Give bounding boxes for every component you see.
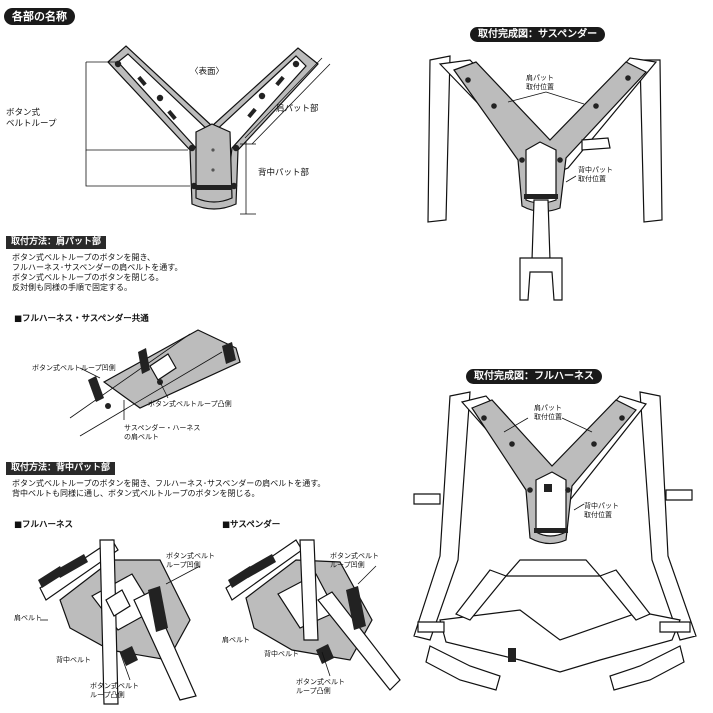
belt-label-1: サスペンダー・ハーネス xyxy=(124,424,201,432)
full-harness-back-illustration xyxy=(38,539,201,705)
suspender-back-illustration xyxy=(225,539,401,691)
harness-complete-illustration xyxy=(413,391,697,691)
shoulder-step-4: 反対側も同様の手順で固定する。 xyxy=(12,283,132,292)
susp-back-pos-1: 背中パット xyxy=(578,166,613,174)
back-step-1: ボタン式ベルトループのボタンを開き、フルハーネス･サスペンダーの肩ベルトを通す。 xyxy=(12,479,326,488)
front-label: 〈表面〉 xyxy=(190,67,225,77)
suspender-complete-illustration xyxy=(427,55,663,301)
full-harness-heading: ■フルハーネス xyxy=(14,520,74,530)
common-subheading: ■フルハーネス・サスペンダー共通 xyxy=(14,314,149,324)
harn-shoulder-pos-1: 肩パット xyxy=(534,404,562,412)
shoulder-step-2: フルハーネス･サスペンダーの肩ベルトを通す。 xyxy=(12,263,183,272)
install-shoulder-title: 取付方法：肩パット部 xyxy=(6,236,107,249)
sp-loop-convex-1: ボタン式ベルト xyxy=(296,678,345,686)
sp-loop-concave-2: ループ凹側 xyxy=(330,561,365,569)
sp-loop-convex-2: ループ凸側 xyxy=(296,687,331,695)
susp-shoulder-pos-1: 肩パット xyxy=(526,74,554,82)
fh-loop-convex-1: ボタン式ベルト xyxy=(90,682,139,690)
parts-pad-illustration xyxy=(85,45,331,215)
fh-loop-convex-2: ループ凸側 xyxy=(90,691,125,699)
susp-back-pos-2: 取付位置 xyxy=(578,175,606,183)
convex-label: ボタン式ベルトループ凸側 xyxy=(148,400,232,408)
section-title-parts: 各部の名称 xyxy=(4,8,75,25)
complete-suspender-title: 取付完成図：サスペンダー xyxy=(470,27,606,42)
fh-shoulder-belt: 肩ベルト xyxy=(14,614,42,622)
shoulder-step-1: ボタン式ベルトループのボタンを開き、 xyxy=(12,253,155,262)
back-pad-label: 背中パット部 xyxy=(258,168,310,178)
fh-loop-concave-2: ループ凹側 xyxy=(166,561,201,569)
button-loop-label-1: ボタン式 xyxy=(6,108,41,118)
concave-label: ボタン式ベルトループ凹側 xyxy=(32,364,116,372)
install-back-title: 取付方法：背中パット部 xyxy=(6,462,116,475)
harn-back-pos-1: 背中パット xyxy=(584,502,619,510)
fh-loop-concave-1: ボタン式ベルト xyxy=(166,552,215,560)
shoulder-step-3: ボタン式ベルトループのボタンを閉じる。 xyxy=(12,273,164,282)
harn-back-pos-2: 取付位置 xyxy=(584,511,612,519)
sp-back-belt: 背中ベルト xyxy=(264,650,299,658)
sp-loop-concave-1: ボタン式ベルト xyxy=(330,552,379,560)
shoulder-pad-label: 肩パット部 xyxy=(276,104,319,114)
sp-shoulder-belt: 肩ベルト xyxy=(222,636,250,644)
belt-label-2: の肩ベルト xyxy=(124,433,159,441)
suspender-heading: ■サスペンダー xyxy=(222,520,281,530)
shoulder-install-illustration xyxy=(69,329,241,437)
button-loop-label-2: ベルトループ xyxy=(6,119,57,129)
harn-shoulder-pos-2: 取付位置 xyxy=(534,413,562,421)
back-step-2: 背中ベルトも同様に通し、ボタン式ベルトループのボタンを閉じる。 xyxy=(12,489,260,498)
susp-shoulder-pos-2: 取付位置 xyxy=(526,83,554,91)
complete-harness-title: 取付完成図：フルハーネス xyxy=(466,369,602,384)
fh-back-belt: 背中ベルト xyxy=(56,656,91,664)
